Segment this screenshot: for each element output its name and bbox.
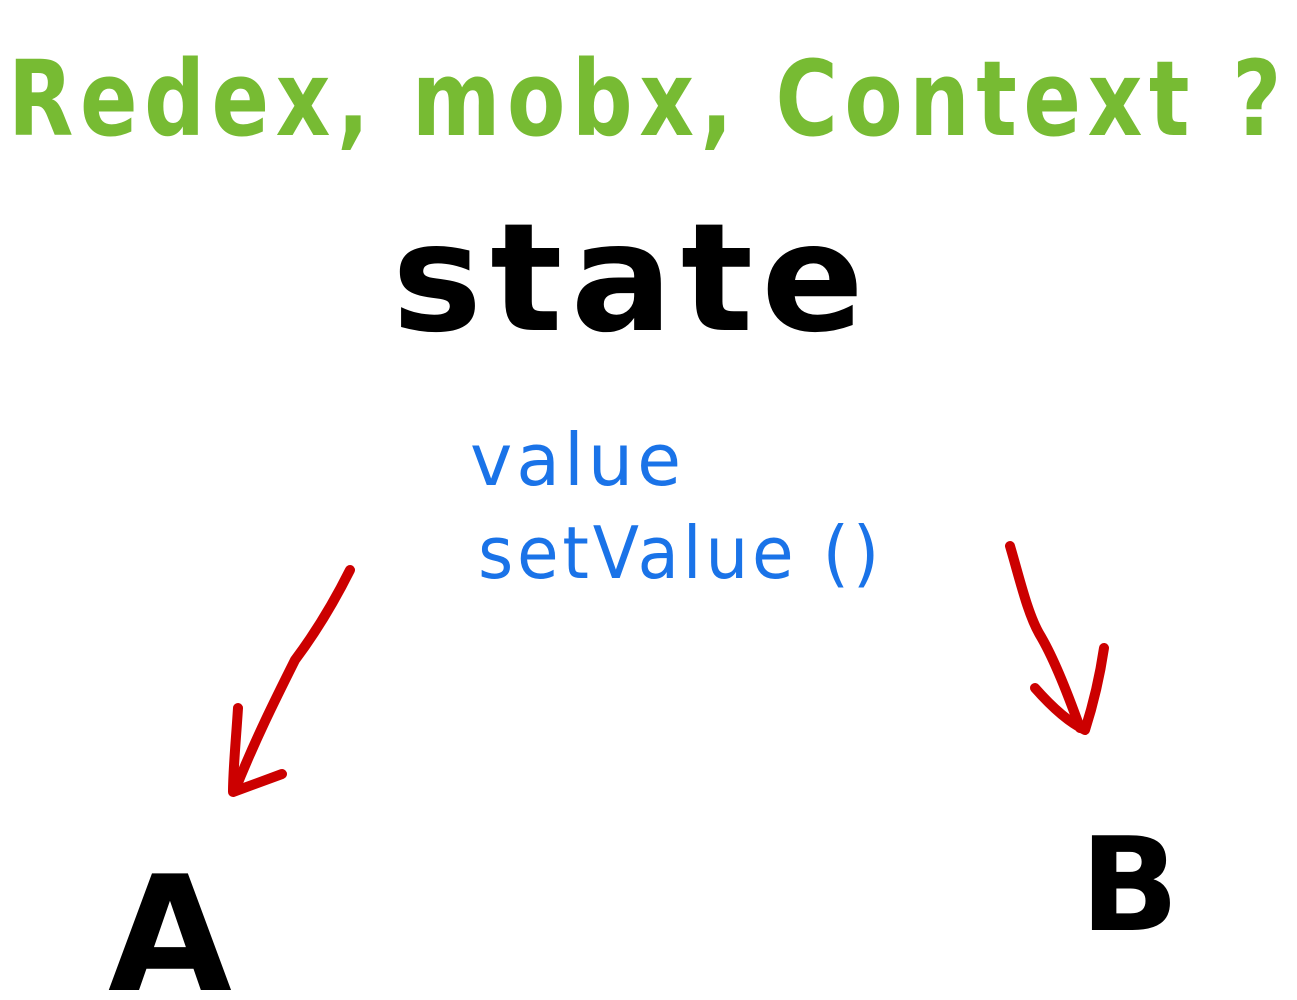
arrowhead-icon — [228, 703, 287, 797]
arrow-shaft — [230, 565, 355, 795]
arrowhead-icon — [1030, 643, 1109, 735]
consumer-b-label: B — [1080, 809, 1187, 961]
consumer-a-label: A — [108, 841, 240, 1000]
state-setter-label: setValue () — [478, 511, 883, 595]
arrow-shaft — [1005, 541, 1085, 733]
arrow-state-to-b — [1005, 541, 1109, 735]
state-value-label: value — [470, 418, 685, 502]
heading-text: Redex, mobx, Context ? — [8, 38, 1288, 160]
state-label: state — [392, 192, 872, 366]
arrow-state-to-a — [228, 565, 355, 797]
